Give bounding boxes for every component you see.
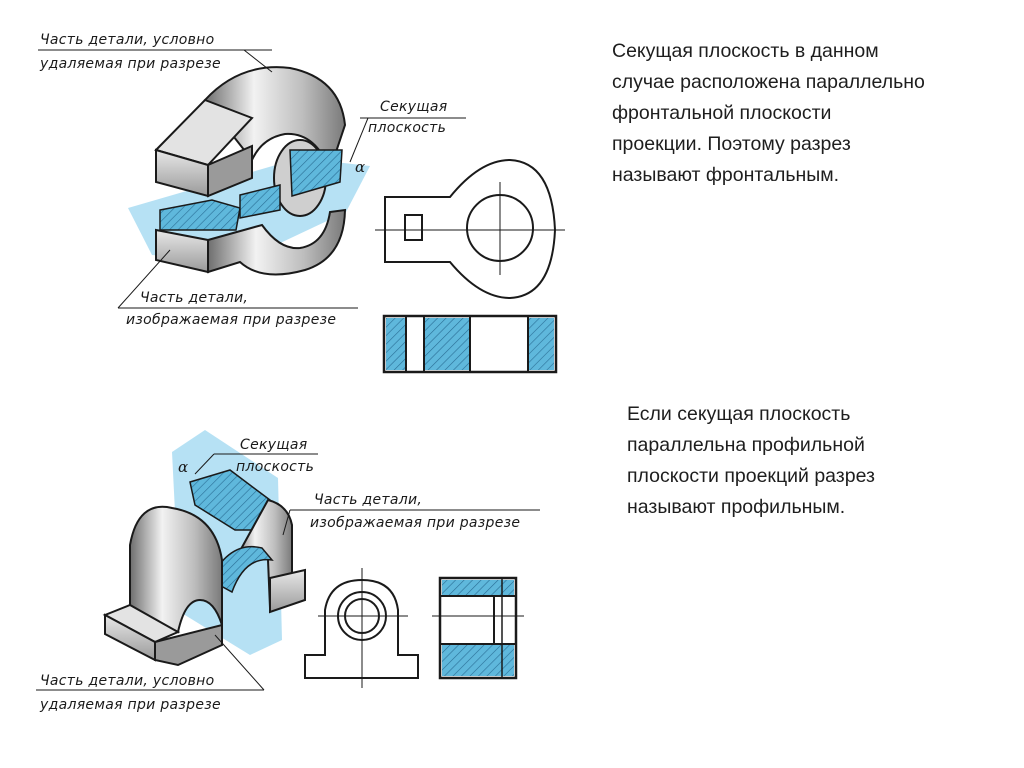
frontal-line: Секущая плоскость в данном (612, 40, 879, 62)
bottom-label-removed-2: удаляемая при разрезе (39, 697, 221, 713)
top-labels: Часть детали, условно удаляемая при разр… (38, 32, 466, 328)
profile-line: параллельна профильной (627, 434, 865, 456)
profile-section-paragraph: Если секущая плоскость параллельна профи… (627, 399, 875, 523)
profile-line: Если секущая плоскость (627, 403, 851, 425)
top-shown-ring (207, 208, 347, 276)
bottom-label-shown-1: Часть детали, (314, 492, 422, 508)
top-section-block (159, 199, 241, 231)
top-label-removed-2: удаляемая при разрезе (39, 56, 221, 72)
top-label-plane-2: плоскость (368, 120, 446, 136)
bottom-label-shown-2: изображаемая при разрезе (310, 515, 520, 531)
top-alpha: α (355, 158, 365, 176)
top-label-shown-1: Часть детали, (140, 290, 248, 306)
top-label-shown-2: изображаемая при разрезе (126, 312, 336, 328)
bottom-removed-base-side (154, 623, 223, 667)
frontal-line: называют фронтальным. (612, 164, 840, 186)
frontal-line: случае расположена параллельно (612, 71, 925, 93)
top-section-ring (289, 149, 343, 197)
top-plan-view (375, 158, 565, 300)
top-removed-block-side (207, 144, 253, 198)
bottom-isometric-part (102, 430, 306, 667)
top-label-plane-1: Секущая (380, 99, 447, 115)
top-section-mid (239, 184, 281, 219)
bottom-front-view (304, 568, 419, 688)
top-removed-ring (203, 66, 347, 173)
bottom-alpha: α (178, 458, 188, 476)
bottom-label-plane-2: плоскость (236, 459, 314, 475)
bottom-label-plane-1: Секущая (240, 437, 307, 453)
frontal-line: фронтальной плоскости (612, 102, 832, 124)
profile-line: плоскости проекций разрез (627, 465, 875, 487)
bottom-profile-section (432, 576, 524, 680)
top-section-view (382, 314, 558, 374)
bottom-labels: Секущая плоскость α Часть детали, изобра… (36, 437, 540, 713)
top-label-removed-1: Часть детали, условно (40, 32, 214, 48)
frontal-section-paragraph: Секущая плоскость в данном случае распол… (612, 36, 925, 191)
bottom-shown-base (269, 568, 306, 614)
frontal-line: проекции. Поэтому разрез (612, 133, 851, 155)
bottom-removed-arch (129, 505, 223, 634)
profile-line: называют профильным. (627, 496, 846, 518)
bottom-label-removed-1: Часть детали, условно (40, 673, 214, 689)
bottom-section-arc (209, 546, 274, 594)
top-isometric-part (128, 66, 370, 276)
